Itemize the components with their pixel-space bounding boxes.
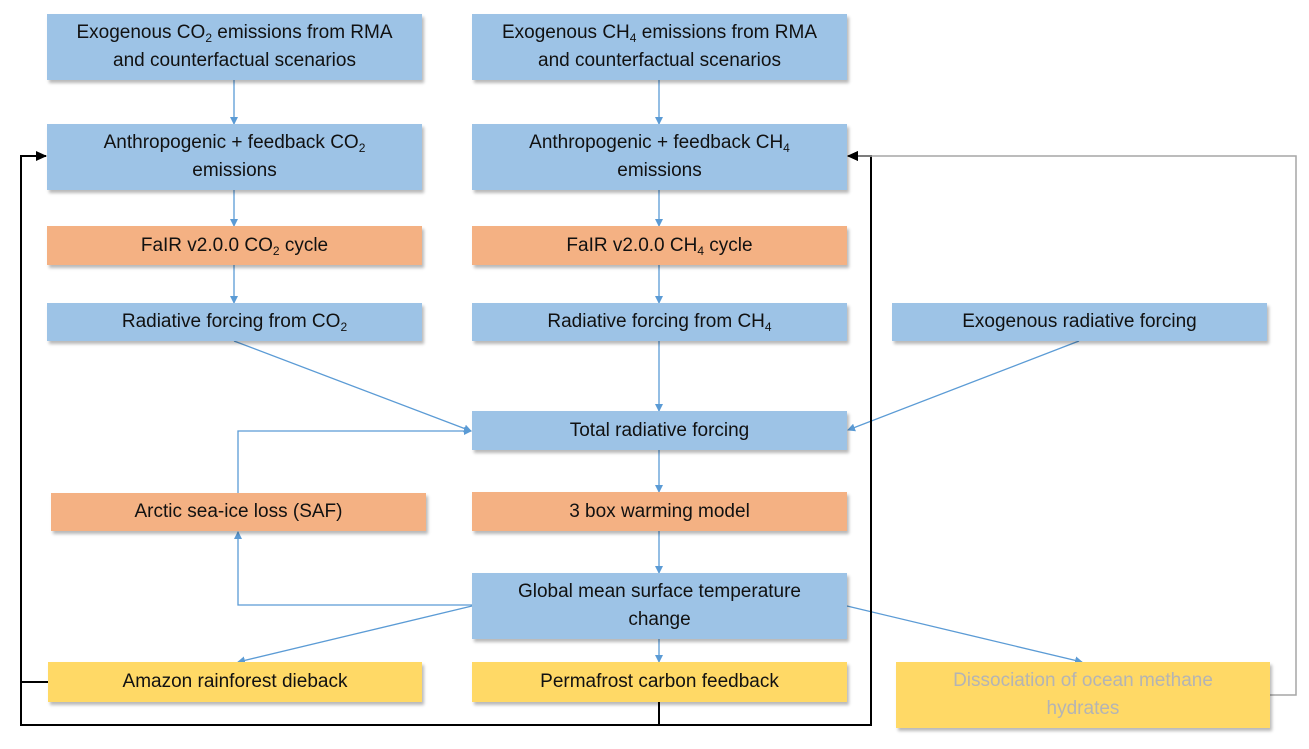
exogenous-ch4-emissions-label: Exogenous CH4 emissions from RMA and cou… <box>501 22 817 71</box>
fair-ch4-cycle-box: FaIR v2.0.0 CH4 cycle <box>472 226 847 265</box>
anthropogenic-co2-emissions-label: Anthropogenic + feedback CO2 emissions <box>103 132 366 181</box>
warming-model-label: 3 box warming model <box>569 500 750 522</box>
ocean-methane-hydrates-label: Dissociation of ocean methane hydrates <box>953 670 1213 719</box>
total-radiative-forcing-box: Total radiative forcing <box>472 411 847 450</box>
permafrost-feedback-label: Permafrost carbon feedback <box>540 671 779 692</box>
arrow-arctic-to-total <box>237 427 472 493</box>
arctic-sea-ice-loss-label: Arctic sea-ice loss (SAF) <box>134 501 343 522</box>
arrow-rf-co2-to-total <box>233 340 472 433</box>
gmst-change-box: Global mean surface temperature change <box>472 573 847 639</box>
anthropogenic-ch4-emissions-box: Anthropogenic + feedback CH4 emissions <box>472 124 847 190</box>
total-radiative-forcing-label: Total radiative forcing <box>569 419 750 441</box>
anthropogenic-co2-emissions-box: Anthropogenic + feedback CO2 emissions <box>47 124 422 190</box>
exogenous-radiative-forcing-box: Exogenous radiative forcing <box>892 303 1267 341</box>
arrow-gmst-to-amazon <box>237 605 473 665</box>
exogenous-ch4-emissions-box: Exogenous CH4 emissions from RMA and cou… <box>472 14 847 80</box>
exogenous-radiative-forcing-label: Exogenous radiative forcing <box>962 311 1197 332</box>
warming-model-box: 3 box warming model <box>472 492 847 531</box>
fair-co2-cycle-box: FaIR v2.0.0 CO2 cycle <box>47 226 422 265</box>
radiative-forcing-ch4-box: Radiative forcing from CH4 <box>472 303 847 341</box>
radiative-forcing-co2-label: Radiative forcing from CO2 <box>121 311 348 334</box>
fair-co2-cycle-label: FaIR v2.0.0 CO2 cycle <box>140 234 329 258</box>
arctic-sea-ice-loss-box: Arctic sea-ice loss (SAF) <box>51 493 426 531</box>
arrow-gmst-to-hydrates <box>846 605 1083 665</box>
feedback-hydrates-to-ch4 <box>847 151 1297 696</box>
arrow-gmst-to-arctic <box>234 531 472 606</box>
radiative-forcing-co2-box: Radiative forcing from CO2 <box>47 303 422 341</box>
gmst-change-label: Global mean surface temperature change <box>517 581 802 630</box>
arrow-exo-rf-to-total <box>847 340 1080 432</box>
permafrost-feedback-box: Permafrost carbon feedback <box>472 662 847 702</box>
exogenous-co2-emissions-label: Exogenous CO2 emissions from RMA and cou… <box>76 22 393 71</box>
amazon-dieback-box: Amazon rainforest dieback <box>48 662 422 702</box>
radiative-forcing-ch4-label: Radiative forcing from CH4 <box>547 311 772 334</box>
ocean-methane-hydrates-box: Dissociation of ocean methane hydrates <box>896 662 1270 728</box>
amazon-dieback-label: Amazon rainforest dieback <box>122 671 348 692</box>
feedback-amazon-to-co2 <box>20 151 48 683</box>
fair-ch4-cycle-label: FaIR v2.0.0 CH4 cycle <box>566 234 753 258</box>
anthropogenic-ch4-emissions-label: Anthropogenic + feedback CH4 emissions <box>529 132 790 181</box>
exogenous-co2-emissions-box: Exogenous CO2 emissions from RMA and cou… <box>47 14 422 80</box>
